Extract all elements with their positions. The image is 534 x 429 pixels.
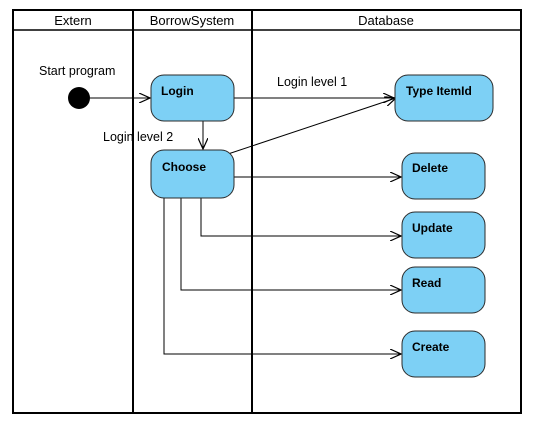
action-login[interactable]: Login: [150, 74, 235, 122]
action-login-label: Login: [161, 84, 194, 98]
edge-choose-update: [200, 198, 401, 236]
action-read[interactable]: Read: [401, 266, 486, 314]
action-choose[interactable]: Choose: [150, 149, 235, 199]
lane-title-borrowsystem: BorrowSystem: [150, 13, 235, 28]
action-update-label: Update: [412, 221, 453, 235]
initial-node[interactable]: [68, 87, 90, 109]
lane-title-database: Database: [358, 13, 414, 28]
action-update[interactable]: Update: [401, 211, 486, 259]
flow-label-login-level-2: Login level 2: [103, 130, 173, 144]
action-create[interactable]: Create: [401, 330, 486, 378]
action-type-itemid[interactable]: Type ItemId: [394, 74, 494, 122]
edge-choose-create: [163, 198, 401, 354]
action-read-label: Read: [412, 276, 441, 290]
edge-choose-typeitemid: [227, 98, 396, 155]
lane-title-extern: Extern: [54, 13, 92, 28]
action-choose-label: Choose: [162, 160, 206, 174]
flow-label-login-level-1: Login level 1: [277, 75, 347, 89]
action-delete[interactable]: Delete: [401, 152, 486, 200]
action-type-itemid-label: Type ItemId: [406, 84, 472, 98]
start-label: Start program: [39, 64, 115, 78]
edge-choose-read: [180, 198, 401, 290]
action-create-label: Create: [412, 340, 450, 354]
action-delete-label: Delete: [412, 161, 448, 175]
